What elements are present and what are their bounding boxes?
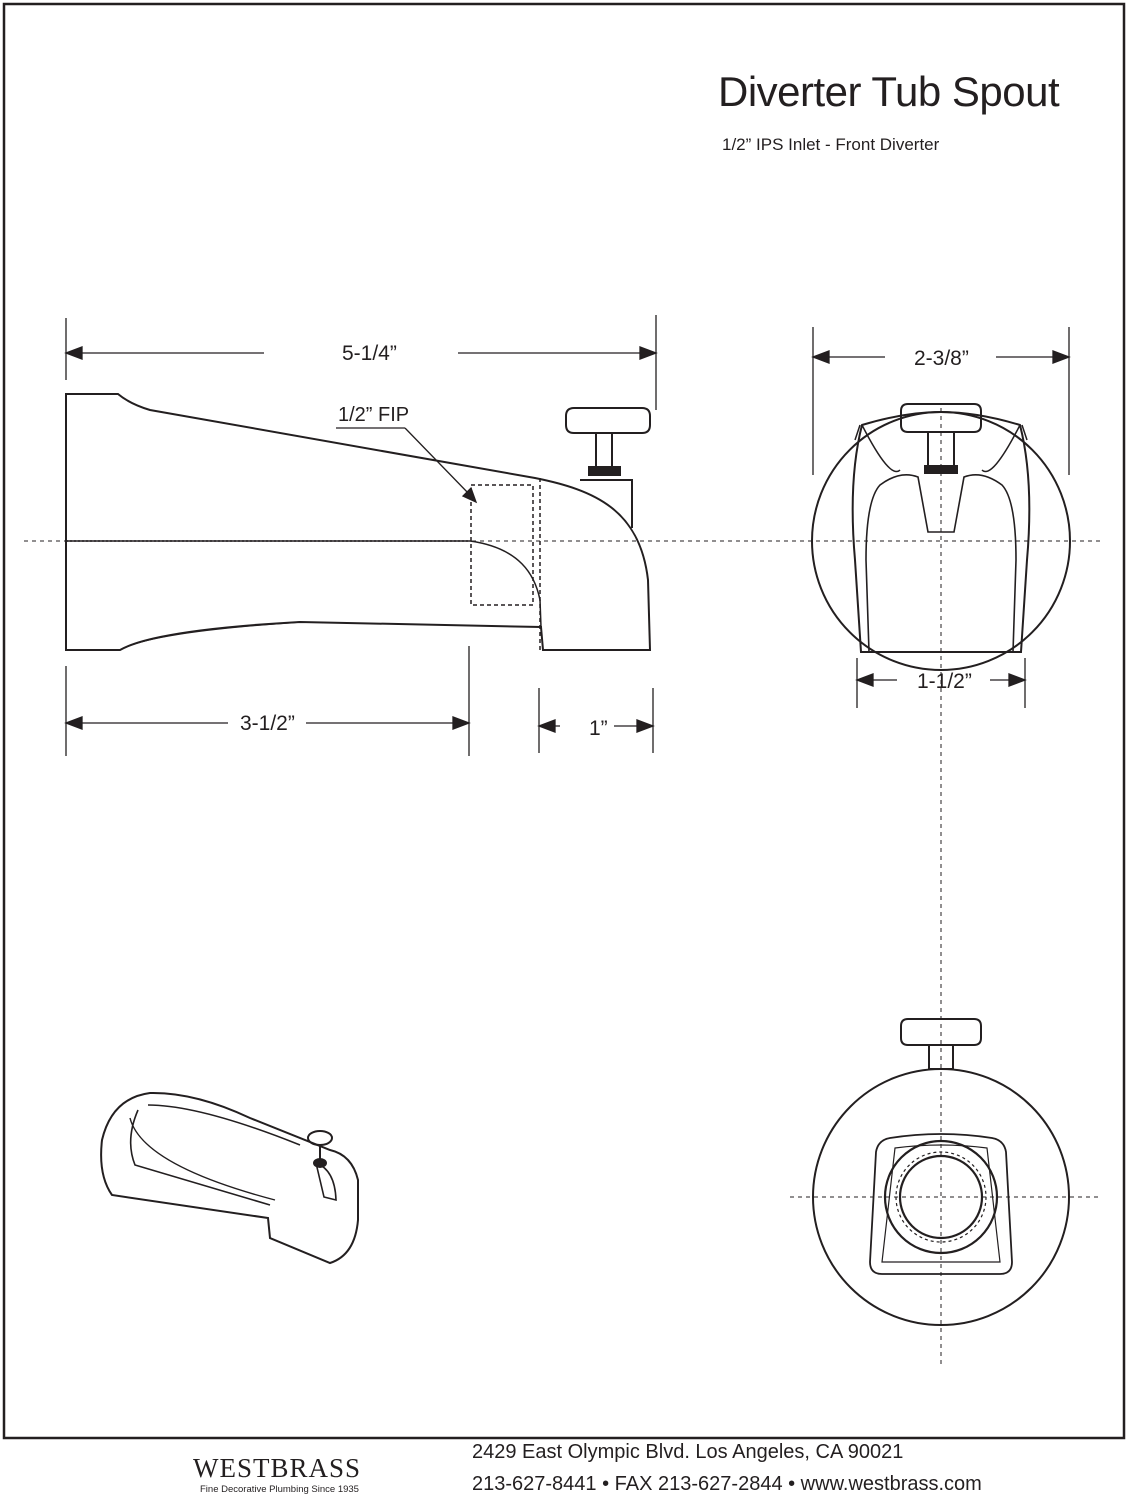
- front-width-label: 2-3/8”: [914, 347, 969, 370]
- page-title: Diverter Tub Spout: [718, 68, 1060, 115]
- brand-tagline: Fine Decorative Plumbing Since 1935: [200, 1484, 359, 1495]
- iso-view: [100, 1091, 359, 1265]
- brand-logo: WESTBRASS: [193, 1453, 362, 1483]
- bottom-view: [812, 1018, 1070, 1326]
- dim-overall-length: [64, 315, 658, 410]
- dim-diverter-offset: [537, 688, 655, 753]
- fip-leader: [336, 427, 478, 504]
- front-view: [811, 403, 1071, 671]
- dim-length-to-inlet: [64, 646, 471, 756]
- side-view: [65, 393, 652, 651]
- dim-front-width: [811, 327, 1071, 475]
- company-contact: 213-627-8441 • FAX 213-627-2844 • www.we…: [472, 1473, 982, 1495]
- outlet-width-label: 1-1/2”: [917, 670, 972, 693]
- company-address: 2429 East Olympic Blvd. Los Angeles, CA …: [472, 1441, 904, 1463]
- fip-label: 1/2” FIP: [338, 404, 409, 426]
- center-lines: [24, 408, 1100, 1365]
- page-subtitle: 1/2” IPS Inlet - Front Diverter: [722, 135, 940, 154]
- overall-length-label: 5-1/4”: [342, 342, 397, 365]
- dim-outlet-width: [855, 658, 1027, 708]
- sheet-border: [2, 2, 1126, 1440]
- length-to-inlet-label: 3-1/2”: [240, 712, 295, 735]
- diverter-offset-label: 1”: [589, 717, 608, 740]
